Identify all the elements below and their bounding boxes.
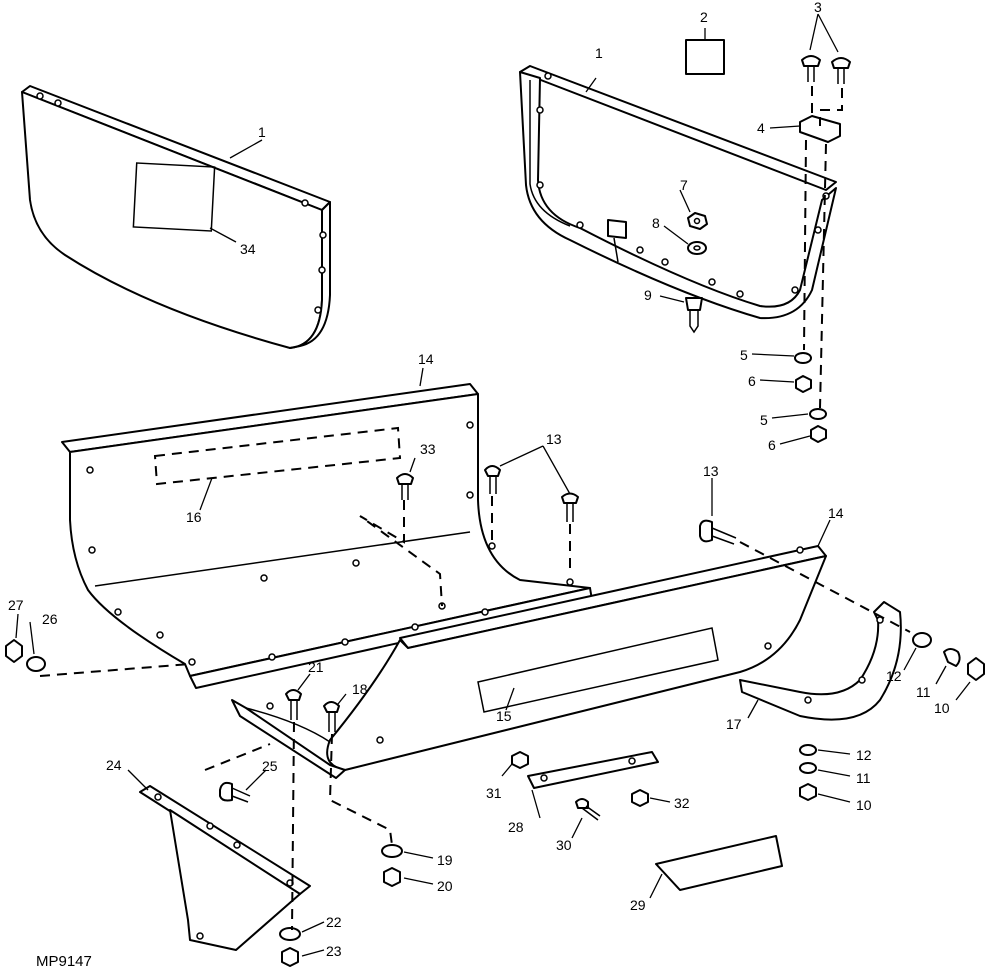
- callout-17: 17: [726, 716, 742, 732]
- callout-22: 22: [326, 914, 342, 930]
- clip-part-4: [799, 115, 841, 143]
- callout-32: 32: [674, 795, 690, 811]
- callout-18: 18: [352, 681, 368, 697]
- callout-2: 2: [700, 9, 708, 25]
- callout-5-lower: 5: [760, 412, 768, 428]
- callout-10-upper: 10: [934, 700, 950, 716]
- callout-20: 20: [437, 878, 453, 894]
- callout-12-lower: 12: [856, 747, 872, 763]
- callout-1-right: 1: [595, 45, 603, 61]
- hardware-parts-7-9: [685, 212, 708, 334]
- callout-24: 24: [106, 757, 122, 773]
- decal-part-2: [685, 39, 725, 75]
- callout-30: 30: [556, 837, 572, 853]
- callout-9: 9: [644, 287, 652, 303]
- callout-11-upper: 11: [916, 684, 931, 700]
- callout-14-upper: 14: [418, 351, 434, 367]
- callout-8: 8: [652, 215, 660, 231]
- callout-28: 28: [508, 819, 524, 835]
- callout-13-middle: 13: [546, 431, 562, 447]
- callout-31: 31: [486, 785, 502, 801]
- small-hardware: [5, 465, 985, 967]
- bracket-part-17: [739, 601, 902, 721]
- callout-11-lower: 11: [856, 770, 871, 786]
- callout-29: 29: [630, 897, 646, 913]
- leader-lines: [15, 13, 971, 957]
- callout-13-right: 13: [703, 463, 719, 479]
- callout-6-lower: 6: [768, 437, 776, 453]
- drawing-code: MP9147: [36, 953, 92, 970]
- callout-15: 15: [496, 708, 512, 724]
- seat-pan-lower: [231, 545, 827, 779]
- callout-16: 16: [186, 509, 202, 525]
- strap-part-29: [655, 835, 783, 891]
- callout-1-left: 1: [258, 124, 266, 140]
- callout-34: 34: [240, 241, 256, 257]
- side-panel-left: [21, 85, 331, 349]
- callout-14-lower: 14: [828, 505, 844, 521]
- seat-pan-upper: [61, 383, 593, 689]
- callout-12-upper: 12: [886, 668, 902, 684]
- assembly-lines: [39, 86, 911, 931]
- strap-part-28: [527, 751, 659, 789]
- side-frame-right: [519, 65, 837, 320]
- callout-23: 23: [326, 943, 342, 959]
- brace-part-24: [139, 785, 311, 951]
- callout-5-upper: 5: [740, 347, 748, 363]
- callout-21: 21: [308, 659, 324, 675]
- callout-3: 3: [814, 0, 822, 15]
- callout-4: 4: [757, 120, 765, 136]
- callout-6-upper: 6: [748, 373, 756, 389]
- washers-nuts-right: [794, 352, 827, 443]
- callout-7: 7: [680, 177, 688, 193]
- callout-33: 33: [420, 441, 436, 457]
- screws-part-3: [801, 55, 851, 84]
- callout-26: 26: [42, 611, 58, 627]
- callout-27: 27: [8, 597, 24, 613]
- callout-labels: 1 1 2 3 4 5 5 6 6 7 8 9 10 10 11 11 12 1…: [8, 0, 950, 970]
- callout-25: 25: [262, 758, 278, 774]
- callout-19: 19: [437, 852, 453, 868]
- callout-10-lower: 10: [856, 797, 872, 813]
